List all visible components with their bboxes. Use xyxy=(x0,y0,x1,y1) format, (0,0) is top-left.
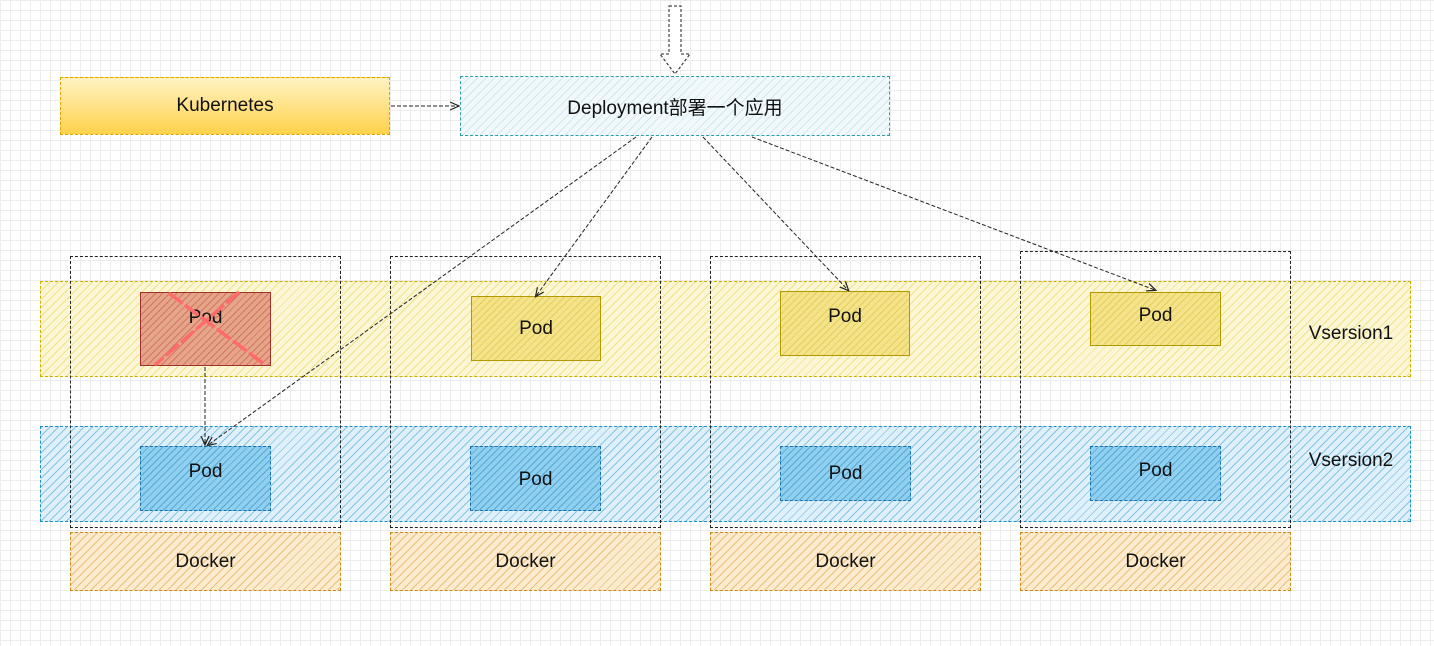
pod-v1[interactable]: Pod xyxy=(780,291,910,356)
deployment-label: Deployment部署一个应用 xyxy=(567,97,783,119)
pod-v2[interactable]: Pod xyxy=(780,446,911,501)
kubernetes-box[interactable]: Kubernetes xyxy=(60,77,390,135)
pod-v1-failed[interactable]: Pod xyxy=(140,292,271,366)
docker-label: Docker xyxy=(815,550,876,572)
version2-label: Vsersion2 xyxy=(1308,450,1394,471)
deployment-box[interactable]: Deployment部署一个应用 xyxy=(460,76,890,136)
pod-label: Pod xyxy=(519,317,553,339)
pod-label: Pod xyxy=(518,468,553,490)
docker-box[interactable]: Docker xyxy=(710,532,981,591)
pod-label: Pod xyxy=(1138,459,1173,481)
pod-label: Pod xyxy=(1138,305,1173,326)
docker-box[interactable]: Docker xyxy=(390,532,661,591)
docker-label: Docker xyxy=(495,550,556,572)
docker-label: Docker xyxy=(175,550,236,572)
pod-v2[interactable]: Pod xyxy=(470,446,601,511)
pod-v1[interactable]: Pod xyxy=(471,296,601,361)
pod-v2[interactable]: Pod xyxy=(1090,446,1221,501)
docker-label: Docker xyxy=(1125,550,1186,572)
pod-v2[interactable]: Pod xyxy=(140,446,271,511)
version1-label: Vsersion1 xyxy=(1308,323,1394,344)
pod-label: Pod xyxy=(828,462,863,484)
pod-v1[interactable]: Pod xyxy=(1090,292,1221,346)
node-frame[interactable] xyxy=(1020,251,1291,528)
pod-label: Pod xyxy=(828,305,862,327)
pod-label: Pod xyxy=(188,307,223,328)
pod-label: Pod xyxy=(188,460,223,482)
docker-box[interactable]: Docker xyxy=(1020,532,1291,591)
kubernetes-label: Kubernetes xyxy=(176,95,274,116)
docker-box[interactable]: Docker xyxy=(70,532,341,591)
